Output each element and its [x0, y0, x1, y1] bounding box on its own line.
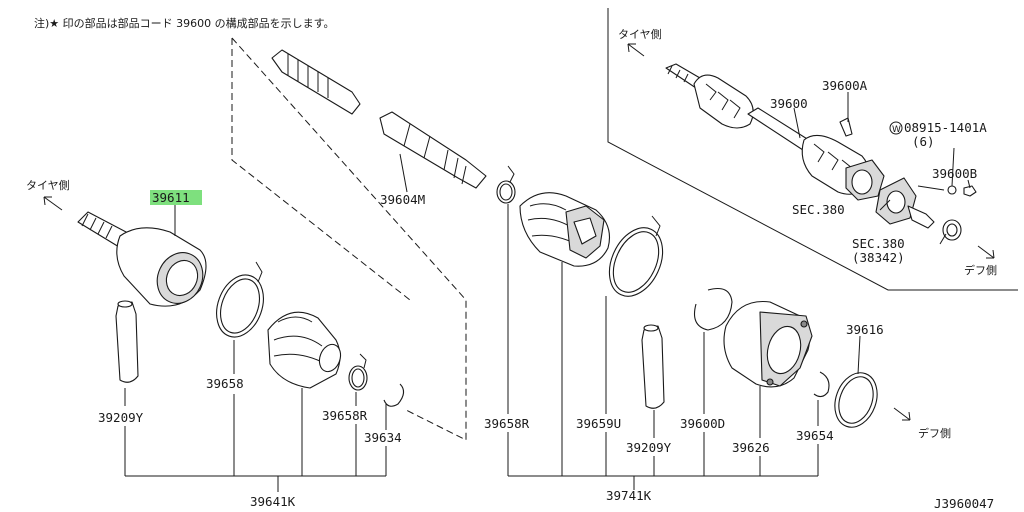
- diff-side-arrow-main: デフ側: [893, 407, 951, 440]
- label-39604m[interactable]: 39604M: [380, 192, 425, 207]
- label-39641k[interactable]: 39641K: [250, 494, 296, 509]
- label-39741k[interactable]: 39741K: [606, 488, 652, 503]
- tire-side-arrow-left: タイヤ側: [26, 179, 70, 211]
- label-39658r-right[interactable]: 39658R: [484, 416, 530, 431]
- label-39600b[interactable]: 39600B: [932, 166, 977, 181]
- svg-text:デフ側: デフ側: [918, 426, 951, 440]
- header-note: 注)★ 印の部品は部品コード 39600 の構成部品を示します。: [34, 16, 335, 30]
- label-39654[interactable]: 39654: [796, 428, 834, 443]
- band-top-39658r: [496, 165, 516, 204]
- diagram-id: J3960047: [934, 496, 994, 511]
- circlip-39634: [383, 383, 405, 407]
- grease-stick-right: [641, 324, 665, 409]
- label-39658r-left[interactable]: 39658R: [322, 408, 368, 423]
- label-39634[interactable]: 39634: [364, 430, 402, 445]
- label-38342[interactable]: (38342): [852, 250, 905, 265]
- svg-text:タイヤ側: タイヤ側: [26, 179, 70, 192]
- svg-text:デフ側: デフ側: [964, 263, 997, 277]
- bolt-callout-08915[interactable]: W 08915-1401A (6): [889, 120, 987, 149]
- outer-joint-39611: [77, 211, 207, 307]
- boot-left: [267, 311, 342, 389]
- housing-39626: [723, 300, 813, 388]
- label-39616[interactable]: 39616: [846, 322, 884, 337]
- svg-text:08915-1401A: 08915-1401A: [904, 120, 987, 135]
- svg-text:(6): (6): [912, 134, 935, 149]
- snap-ring-39654: [813, 371, 830, 398]
- dashed-group-box: [231, 37, 467, 441]
- label-39600[interactable]: 39600: [770, 96, 808, 111]
- boot-right: [519, 192, 611, 267]
- ring-39616: [834, 372, 878, 428]
- svg-text:W: W: [892, 125, 901, 135]
- label-39626[interactable]: 39626: [732, 440, 770, 455]
- label-39600d[interactable]: 39600D: [680, 416, 725, 431]
- label-39658[interactable]: 39658: [206, 376, 244, 391]
- small-band-39658r-left: [348, 353, 368, 391]
- label-sec380-b[interactable]: SEC.380: [852, 236, 905, 251]
- selected-part-highlight: [150, 190, 202, 205]
- drive-shaft-assembly-39600: [665, 63, 977, 241]
- label-39611[interactable]: 39611: [152, 190, 190, 205]
- leader-lines: [124, 92, 971, 492]
- label-sec380-a[interactable]: SEC.380: [792, 202, 845, 217]
- label-39209y-right[interactable]: 39209Y: [626, 440, 672, 455]
- label-39600a[interactable]: 39600A: [822, 78, 868, 93]
- band-39658-left: [216, 261, 264, 338]
- svg-text:タイヤ側: タイヤ側: [618, 28, 662, 41]
- band-39659u: [608, 215, 664, 297]
- tire-side-arrow-inset: タイヤ側: [618, 28, 662, 57]
- snap-ring-39600d: [693, 287, 733, 331]
- inset-border: [607, 8, 1018, 291]
- grease-stick-left: [115, 300, 139, 383]
- label-39209y-left[interactable]: 39209Y: [98, 410, 144, 425]
- label-39659u[interactable]: 39659U: [576, 416, 621, 431]
- diff-side-arrow-inset: デフ側: [964, 245, 997, 277]
- shaft-upper-part: [271, 49, 487, 189]
